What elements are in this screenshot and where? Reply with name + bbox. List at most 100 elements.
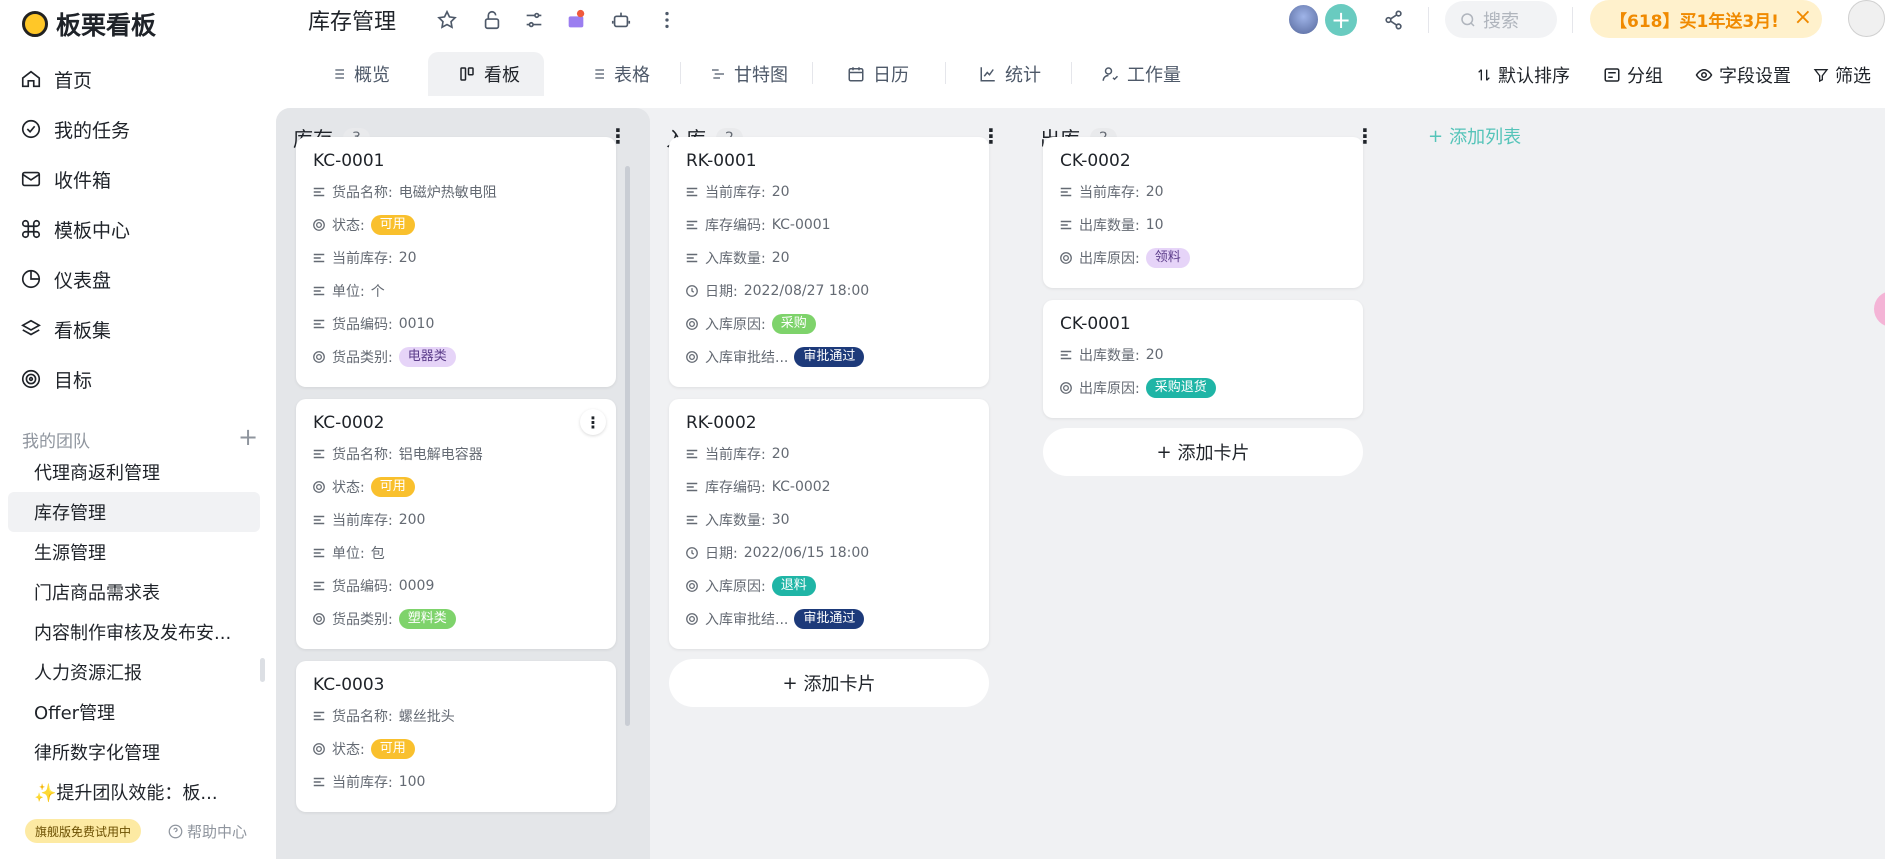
add-card-label: 添加卡片: [803, 674, 876, 695]
nav-inbox[interactable]: 收件箱: [20, 161, 111, 197]
filter-label: 筛选: [1835, 66, 1871, 87]
lock-icon[interactable]: [478, 6, 506, 34]
card-field: 货品类别:电器类: [312, 346, 456, 368]
sidebar-scrollbar[interactable]: [260, 658, 265, 682]
tab-gantt[interactable]: 甘特图: [710, 52, 788, 96]
field-label: 单位:: [332, 546, 365, 562]
field-label: 出库数量:: [1079, 348, 1140, 364]
field-value: 电磁炉热敏电阻: [398, 185, 497, 201]
nav-templates[interactable]: 模板中心: [20, 211, 130, 247]
field-label: 库存编码:: [705, 218, 766, 234]
card-title: KC-0001: [313, 151, 385, 171]
add-list-button[interactable]: + 添加列表: [1428, 123, 1521, 149]
automation-icon[interactable]: [562, 6, 590, 34]
team-item-active[interactable]: 库存管理: [8, 492, 260, 532]
text-field-icon: [686, 253, 698, 263]
star-icon[interactable]: [433, 6, 461, 34]
text-field-icon: [313, 548, 325, 558]
avatar[interactable]: [1287, 3, 1320, 36]
more-icon[interactable]: [653, 6, 681, 34]
target-icon: [21, 369, 41, 389]
team-item[interactable]: 律所数字化管理: [34, 743, 160, 764]
tab-gantt-label: 甘特图: [734, 65, 788, 86]
field-label: 货品类别:: [332, 612, 393, 628]
app-name: 板栗看板: [56, 11, 157, 40]
promo-text: 【618】买1年送3月!: [1610, 11, 1779, 32]
divider: [680, 62, 681, 84]
floating-helper[interactable]: [1874, 291, 1885, 327]
search-placeholder: 搜索: [1483, 10, 1519, 32]
promo-banner[interactable]: 【618】买1年送3月! ×: [1590, 0, 1822, 38]
group-button[interactable]: 分组: [1603, 62, 1663, 88]
share-icon[interactable]: [1380, 6, 1408, 34]
text-field-icon: [686, 515, 698, 525]
field-value: 20: [398, 250, 417, 266]
tab-table[interactable]: 表格: [590, 52, 650, 96]
field-label: 当前库存:: [705, 447, 766, 463]
field-settings-button[interactable]: 字段设置: [1695, 62, 1791, 88]
card-menu-icon[interactable]: ⋮: [580, 409, 606, 435]
team-item[interactable]: 人力资源汇报: [34, 663, 142, 684]
divider: [945, 62, 946, 84]
sidebar: 板栗看板 首页 我的任务 收件箱 模板中心 仪表盘 看板集 目标 我的团队 + …: [0, 0, 276, 859]
nav-board-sets[interactable]: 看板集: [20, 311, 111, 347]
card-title: RK-0002: [686, 413, 757, 433]
team-item[interactable]: 生源管理: [34, 543, 106, 564]
settings-sliders-icon[interactable]: [520, 6, 548, 34]
nav-dashboard-label: 仪表盘: [54, 269, 112, 292]
nav-goals[interactable]: 目标: [20, 361, 92, 397]
divider: [1572, 7, 1573, 33]
field-label: 入库数量:: [705, 251, 766, 267]
field-label: 入库审批结...: [705, 612, 789, 628]
text-field-icon: [1060, 187, 1072, 197]
field-label: 货品名称:: [332, 185, 393, 201]
card-title: KC-0003: [313, 675, 385, 695]
add-card-button[interactable]: +添加卡片: [1043, 428, 1363, 476]
filter-icon: [1813, 69, 1829, 83]
team-item[interactable]: ✨提升团队效能：板...: [34, 783, 218, 804]
close-icon[interactable]: ×: [1793, 5, 1812, 30]
nav-dashboard[interactable]: 仪表盘: [20, 261, 111, 297]
team-item[interactable]: 内容制作审核及发布安...: [34, 623, 232, 644]
add-card-button[interactable]: +添加卡片: [669, 659, 989, 707]
team-item[interactable]: Offer管理: [34, 703, 116, 724]
search-input[interactable]: 搜索: [1445, 1, 1557, 38]
field-tag: 可用: [370, 215, 415, 235]
field-label: 出库原因:: [1079, 381, 1140, 397]
text-field-icon: [313, 286, 325, 296]
field-label: 状态:: [332, 480, 365, 496]
column-scrollbar[interactable]: [625, 166, 630, 726]
robot-icon[interactable]: [607, 6, 635, 34]
user-avatar[interactable]: [1848, 0, 1885, 37]
field-tag: 采购: [771, 314, 816, 334]
field-value: KC-0002: [771, 479, 831, 495]
app-logo[interactable]: 板栗看板: [22, 6, 156, 42]
kanban-icon: [460, 67, 474, 81]
filter-button[interactable]: 筛选: [1813, 62, 1871, 88]
help-label: 帮助中心: [187, 823, 248, 841]
tab-stats[interactable]: 统计: [979, 52, 1041, 96]
add-member-icon[interactable]: +: [1325, 4, 1357, 36]
nav-home[interactable]: 首页: [20, 61, 92, 97]
add-team-icon[interactable]: +: [238, 423, 259, 451]
tab-calendar[interactable]: 日历: [847, 52, 909, 96]
trial-badge[interactable]: 旗舰版免费试用中: [25, 819, 142, 843]
team-item[interactable]: 代理商返利管理: [34, 463, 160, 484]
help-center[interactable]: 帮助中心: [168, 821, 247, 842]
tab-overview[interactable]: 概览: [330, 52, 390, 96]
team-item[interactable]: 门店商品需求表: [34, 583, 160, 604]
nav-my-tasks[interactable]: 我的任务: [20, 111, 130, 147]
sort-button[interactable]: 默认排序: [1476, 62, 1570, 88]
tab-workload[interactable]: 工作量: [1101, 52, 1181, 96]
sort-label: 默认排序: [1498, 66, 1570, 87]
field-tag: 可用: [370, 739, 415, 759]
select-field-icon: [686, 351, 698, 363]
tab-kanban[interactable]: 看板: [428, 52, 544, 96]
